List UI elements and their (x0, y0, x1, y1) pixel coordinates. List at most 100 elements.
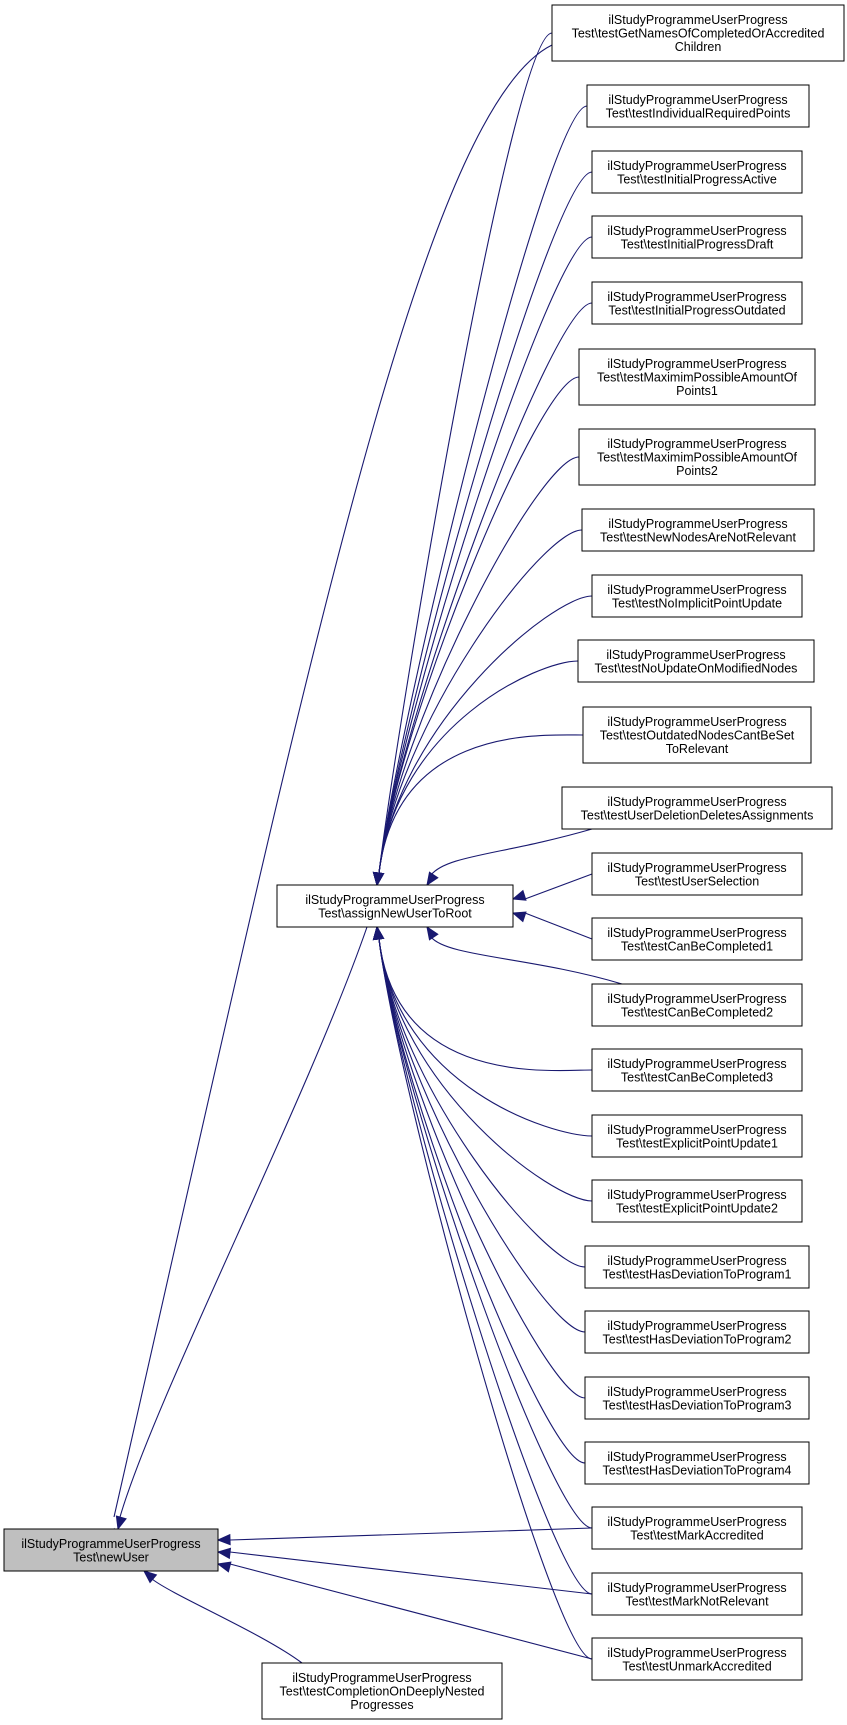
node-box (581, 508, 815, 552)
node-layer: ilStudyProgrammeUserProgressTest\newUser… (3, 4, 845, 1720)
edge-test-can-be-completed1-to-assign-new-user-to-root (524, 912, 593, 940)
edge-test-outdated-nodes-cant-be-set-to-relevant-to-assign-new-user-to-root (378, 734, 584, 874)
node-label-line: ilStudyProgrammeUserProgress (608, 93, 787, 107)
node-label-line: Test\testMarkAccredited (630, 1528, 763, 1542)
node-test-get-names-of-completed-or-accredited-children[interactable]: ilStudyProgrammeUserProgressTest\testGet… (551, 4, 845, 62)
node-test-has-deviation-to-program3[interactable]: ilStudyProgrammeUserProgressTest\testHas… (584, 1376, 810, 1420)
node-label-line: Test\testNewNodesAreNotRelevant (600, 530, 796, 544)
node-test-explicit-point-update1[interactable]: ilStudyProgrammeUserProgressTest\testExp… (591, 1114, 803, 1158)
node-test-completion-on-deeply-nested-progresses[interactable]: ilStudyProgrammeUserProgressTest\testCom… (261, 1662, 503, 1720)
node-box (578, 348, 816, 406)
node-test-initial-progress-active[interactable]: ilStudyProgrammeUserProgressTest\testIni… (591, 150, 803, 194)
node-test-mark-not-relevant[interactable]: ilStudyProgrammeUserProgressTest\testMar… (591, 1572, 803, 1616)
node-test-no-update-on-modified-nodes[interactable]: ilStudyProgrammeUserProgressTest\testNoU… (577, 639, 815, 683)
node-label-line: ilStudyProgrammeUserProgress (607, 224, 786, 238)
node-label-line: ilStudyProgrammeUserProgress (608, 517, 787, 531)
node-assign-new-user-to-root[interactable]: ilStudyProgrammeUserProgressTest\assignN… (276, 884, 514, 928)
node-test-maximim-possible-amount-of-points2[interactable]: ilStudyProgrammeUserProgressTest\testMax… (578, 428, 816, 486)
edge-test-initial-progress-active-to-assign-new-user-to-root (378, 171, 593, 874)
node-test-user-selection[interactable]: ilStudyProgrammeUserProgressTest\testUse… (591, 852, 803, 896)
node-label-line: ilStudyProgrammeUserProgress (607, 357, 786, 371)
node-test-can-be-completed1[interactable]: ilStudyProgrammeUserProgressTest\testCan… (591, 917, 803, 961)
edge-test-user-deletion-deletes-assignments-to-assign-new-user-to-root (430, 828, 593, 876)
node-box (591, 917, 803, 961)
edge-test-user-deletion-deletes-assignments-to-assign-new-user-to-root-arrowhead (426, 871, 439, 887)
node-label-line: Test\testCompletionOnDeeplyNested (280, 1685, 485, 1699)
node-label-line: Test\testCanBeCompleted2 (621, 1005, 773, 1019)
node-test-mark-accredited[interactable]: ilStudyProgrammeUserProgressTest\testMar… (591, 1506, 803, 1550)
node-label-line: Test\testUnmarkAccredited (622, 1659, 771, 1673)
node-box (591, 1506, 803, 1550)
node-test-can-be-completed2[interactable]: ilStudyProgrammeUserProgressTest\testCan… (591, 983, 803, 1027)
edge-test-mark-accredited-to-new-user-arrowhead (216, 1533, 231, 1546)
node-label-line: Test\testMarkNotRelevant (625, 1594, 769, 1608)
edge-test-user-selection-to-assign-new-user-to-root (524, 873, 593, 900)
node-label-line: ilStudyProgrammeUserProgress (607, 795, 786, 809)
edge-test-maximim-possible-amount-of-points2-to-assign-new-user-to-root (378, 456, 580, 874)
edge-test-maximim-possible-amount-of-points1-to-assign-new-user-to-root (378, 376, 580, 874)
node-label-line: ilStudyProgrammeUserProgress (607, 1123, 786, 1137)
node-test-initial-progress-outdated[interactable]: ilStudyProgrammeUserProgressTest\testIni… (591, 281, 803, 325)
node-test-user-deletion-deletes-assignments[interactable]: ilStudyProgrammeUserProgressTest\testUse… (561, 786, 833, 830)
node-test-has-deviation-to-program2[interactable]: ilStudyProgrammeUserProgressTest\testHas… (584, 1310, 810, 1354)
edge-test-mark-not-relevant-to-new-user (229, 1551, 593, 1595)
node-test-individual-required-points[interactable]: ilStudyProgrammeUserProgressTest\testInd… (586, 84, 810, 128)
edge-test-initial-progress-outdated-to-assign-new-user-to-root (378, 302, 593, 874)
node-label-line: Test\testUserDeletionDeletesAssignments (581, 808, 814, 822)
edge-layer (105, 32, 623, 1664)
edge-test-unmark-accredited-to-assign-new-user-to-root-arrowhead (372, 925, 385, 941)
node-label-line: ilStudyProgrammeUserProgress (607, 1515, 786, 1529)
node-label-line: ilStudyProgrammeUserProgress (305, 893, 484, 907)
node-label-line: ilStudyProgrammeUserProgress (607, 926, 786, 940)
node-box (591, 1048, 803, 1092)
edge-test-user-selection-to-assign-new-user-to-root-arrowhead (511, 889, 527, 901)
node-box (551, 4, 845, 62)
node-test-new-nodes-are-not-relevant[interactable]: ilStudyProgrammeUserProgressTest\testNew… (581, 508, 815, 552)
node-box (591, 574, 803, 618)
edge-test-get-names-of-completed-or-accredited-children-to-assign-new-user-to-root (378, 32, 553, 874)
node-test-has-deviation-to-program1[interactable]: ilStudyProgrammeUserProgressTest\testHas… (584, 1245, 810, 1289)
edge-test-outdated-nodes-cant-be-set-to-relevant-to-assign-new-user-to-root-arrowhead (372, 871, 385, 887)
node-test-can-be-completed3[interactable]: ilStudyProgrammeUserProgressTest\testCan… (591, 1048, 803, 1092)
node-test-has-deviation-to-program4[interactable]: ilStudyProgrammeUserProgressTest\testHas… (584, 1441, 810, 1485)
node-box (578, 428, 816, 486)
edge-test-explicit-point-update2-to-assign-new-user-to-root (378, 938, 593, 1202)
node-label-line: ilStudyProgrammeUserProgress (607, 861, 786, 875)
node-label-line: Test\testInitialProgressActive (617, 172, 777, 186)
node-label-line: ilStudyProgrammeUserProgress (21, 1537, 200, 1551)
node-label-line: ilStudyProgrammeUserProgress (607, 583, 786, 597)
edge-assign-new-user-to-root-to-new-user (119, 926, 368, 1518)
edge-test-unmark-accredited-to-assign-new-user-to-root (378, 938, 593, 1660)
node-box (276, 884, 514, 928)
edge-assign-new-user-to-root-to-new-user-arrowhead (115, 1515, 127, 1531)
node-label-line: ilStudyProgrammeUserProgress (608, 13, 787, 27)
edge-test-mark-accredited-to-assign-new-user-to-root (378, 938, 593, 1529)
node-box (577, 639, 815, 683)
node-box (3, 1528, 219, 1572)
node-label-line: ilStudyProgrammeUserProgress (607, 1188, 786, 1202)
node-label-line: ilStudyProgrammeUserProgress (607, 1450, 786, 1464)
node-test-outdated-nodes-cant-be-set-to-relevant[interactable]: ilStudyProgrammeUserProgressTest\testOut… (582, 706, 812, 764)
node-label-line: ilStudyProgrammeUserProgress (607, 290, 786, 304)
node-label-line: ilStudyProgrammeUserProgress (607, 1057, 786, 1071)
node-test-maximim-possible-amount-of-points1[interactable]: ilStudyProgrammeUserProgressTest\testMax… (578, 348, 816, 406)
edge-test-can-be-completed3-to-assign-new-user-to-root (378, 938, 593, 1072)
node-label-line: Test\testCanBeCompleted3 (621, 1070, 773, 1084)
node-test-explicit-point-update2[interactable]: ilStudyProgrammeUserProgressTest\testExp… (591, 1179, 803, 1223)
node-label-line: ilStudyProgrammeUserProgress (607, 1319, 786, 1333)
node-label-line: Test\testIndividualRequiredPoints (606, 106, 791, 120)
node-box (584, 1310, 810, 1354)
node-box (591, 983, 803, 1027)
node-label-line: Test\testHasDeviationToProgram3 (603, 1398, 792, 1412)
node-label-line: ilStudyProgrammeUserProgress (607, 1646, 786, 1660)
node-test-unmark-accredited[interactable]: ilStudyProgrammeUserProgressTest\testUnm… (591, 1637, 803, 1681)
node-test-no-implicit-point-update[interactable]: ilStudyProgrammeUserProgressTest\testNoI… (591, 574, 803, 618)
node-box (591, 1572, 803, 1616)
node-label-line: ilStudyProgrammeUserProgress (607, 1385, 786, 1399)
node-box (261, 1662, 503, 1720)
edge-test-get-names-of-completed-or-accredited-children-to-new-user (113, 44, 553, 1518)
node-label-line: Test\newUser (73, 1550, 149, 1564)
node-test-initial-progress-draft[interactable]: ilStudyProgrammeUserProgressTest\testIni… (591, 215, 803, 259)
node-box (584, 1376, 810, 1420)
